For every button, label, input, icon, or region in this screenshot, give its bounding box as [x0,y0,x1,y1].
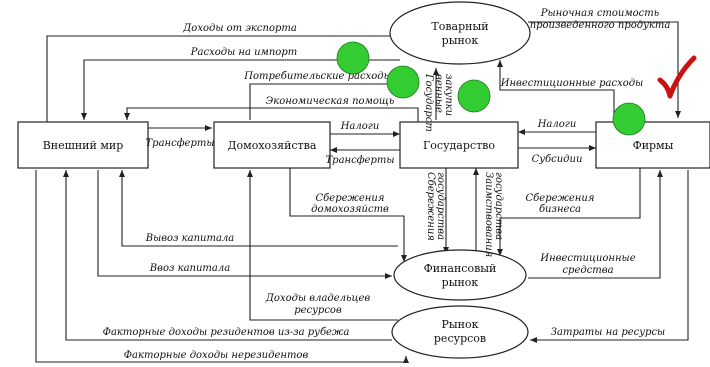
owner-income-line [247,170,398,321]
capital-export-label: Вывоз капитала [145,233,235,244]
gov-borrowing-label: Заимствования государства [483,172,504,257]
resource-market-ellipse [391,305,529,359]
gov-purchases-label-3: закупки [443,74,454,116]
capital-export-line [119,170,398,247]
market-value-label-1: Рыночная стоимость [540,8,659,19]
consumer-expenses-label: Потребительские расходы [243,71,392,82]
business-savings-label-1: Сбережения [526,193,595,204]
external-box [17,121,149,169]
owner-income-label-1: Доходы владельцев [265,293,371,304]
household-savings-line [289,168,407,262]
state-label: Государство [423,139,495,152]
gov-savings-label-2: государства [435,172,446,240]
gov-purchases-label-2: венные [433,74,444,113]
marker-circle [336,41,370,75]
resident-factor-income-label: Факторные доходы резидентов из-за рубежа [103,327,350,338]
state-box [399,121,519,169]
financial-market-ellipse [393,249,527,301]
market-value-label-2: произведенного продукта [530,20,671,31]
gov-borrowing-label-1: Заимствования [483,172,494,257]
gov-borrowing-label-2: государства [493,172,504,240]
node-firms: Фирмы [595,121,710,169]
check-mark-icon [657,55,697,99]
export-income-label: Доходы от экспорта [182,23,297,34]
household-savings-label-2: домохозяйств [311,204,389,215]
node-households: Домохозяйства [213,121,331,169]
investment-expenses-label: Инвестиционные расходы [500,78,644,89]
owner-income-label-2: ресурсов [294,305,342,316]
business-savings-label-2: бизнеса [539,204,581,215]
economic-aid-line [124,107,419,122]
firms-label: Фирмы [633,139,674,152]
transfers-state-label: Трансферты [326,155,395,166]
subsidies-label: Субсидии [532,154,583,165]
gov-purchases-label: Государст венные закупки [423,73,454,132]
gov-savings-label-1: Сбережения [425,172,436,241]
node-state: Государство [399,121,519,169]
marker-circle [457,79,491,113]
capital-import-line [97,170,392,279]
resource-market-label-1: Рынок [442,318,479,331]
marker-circle [612,102,646,136]
node-financial-market: Финансовый рынок [393,249,527,301]
investment-expenses-line [497,60,615,120]
gov-purchases-label-1: Государст [423,73,434,132]
resource-market-label-2: ресурсов [434,332,486,345]
nonresident-factor-income-label: Факторные доходы нерезидентов [124,350,309,361]
gov-savings-label: Сбережения государства [425,172,446,241]
import-expenses-label: Расходы на импорт [190,47,297,58]
node-goods-market: Товарный рынок [389,1,531,65]
markers [336,41,697,136]
resource-costs-line [530,170,689,343]
resident-factor-income-line [63,170,392,341]
firms-box [595,121,710,169]
transfers-ext-label: Трансферты [146,138,215,149]
investment-funds-label-2: средства [562,265,613,276]
flow-lines [35,21,689,363]
economic-aid-label: Экономическая помощь [266,96,395,107]
flow-labels: Доходы от экспорта Расходы на импорт Пот… [103,8,671,361]
nonresident-factor-income-line [35,170,409,363]
taxes-firms-label: Налоги [537,119,577,130]
capital-import-label: Ввоз капитала [149,263,230,274]
resource-costs-label: Затраты на ресурсы [551,327,665,338]
household-savings-label-1: Сбережения [316,193,385,204]
goods-market-label-1: Товарный [431,20,488,33]
goods-market-ellipse [389,1,531,65]
business-savings-line [497,168,641,256]
financial-market-label-1: Финансовый [424,262,497,275]
market-value-line [528,21,681,118]
investment-funds-line [528,170,663,279]
households-box [213,121,331,169]
import-expenses-line [81,59,400,120]
investment-funds-label-1: Инвестиционные [539,253,635,264]
export-income-line [46,33,400,122]
node-external: Внешний мир [17,121,149,169]
taxes-households-label: Налоги [340,121,380,132]
external-label: Внешний мир [43,139,124,152]
node-resource-market: Рынок ресурсов [391,305,529,359]
households-label: Домохозяйства [228,139,317,152]
financial-market-label-2: рынок [442,276,479,289]
goods-market-label-2: рынок [442,34,479,47]
marker-circle [386,65,420,99]
